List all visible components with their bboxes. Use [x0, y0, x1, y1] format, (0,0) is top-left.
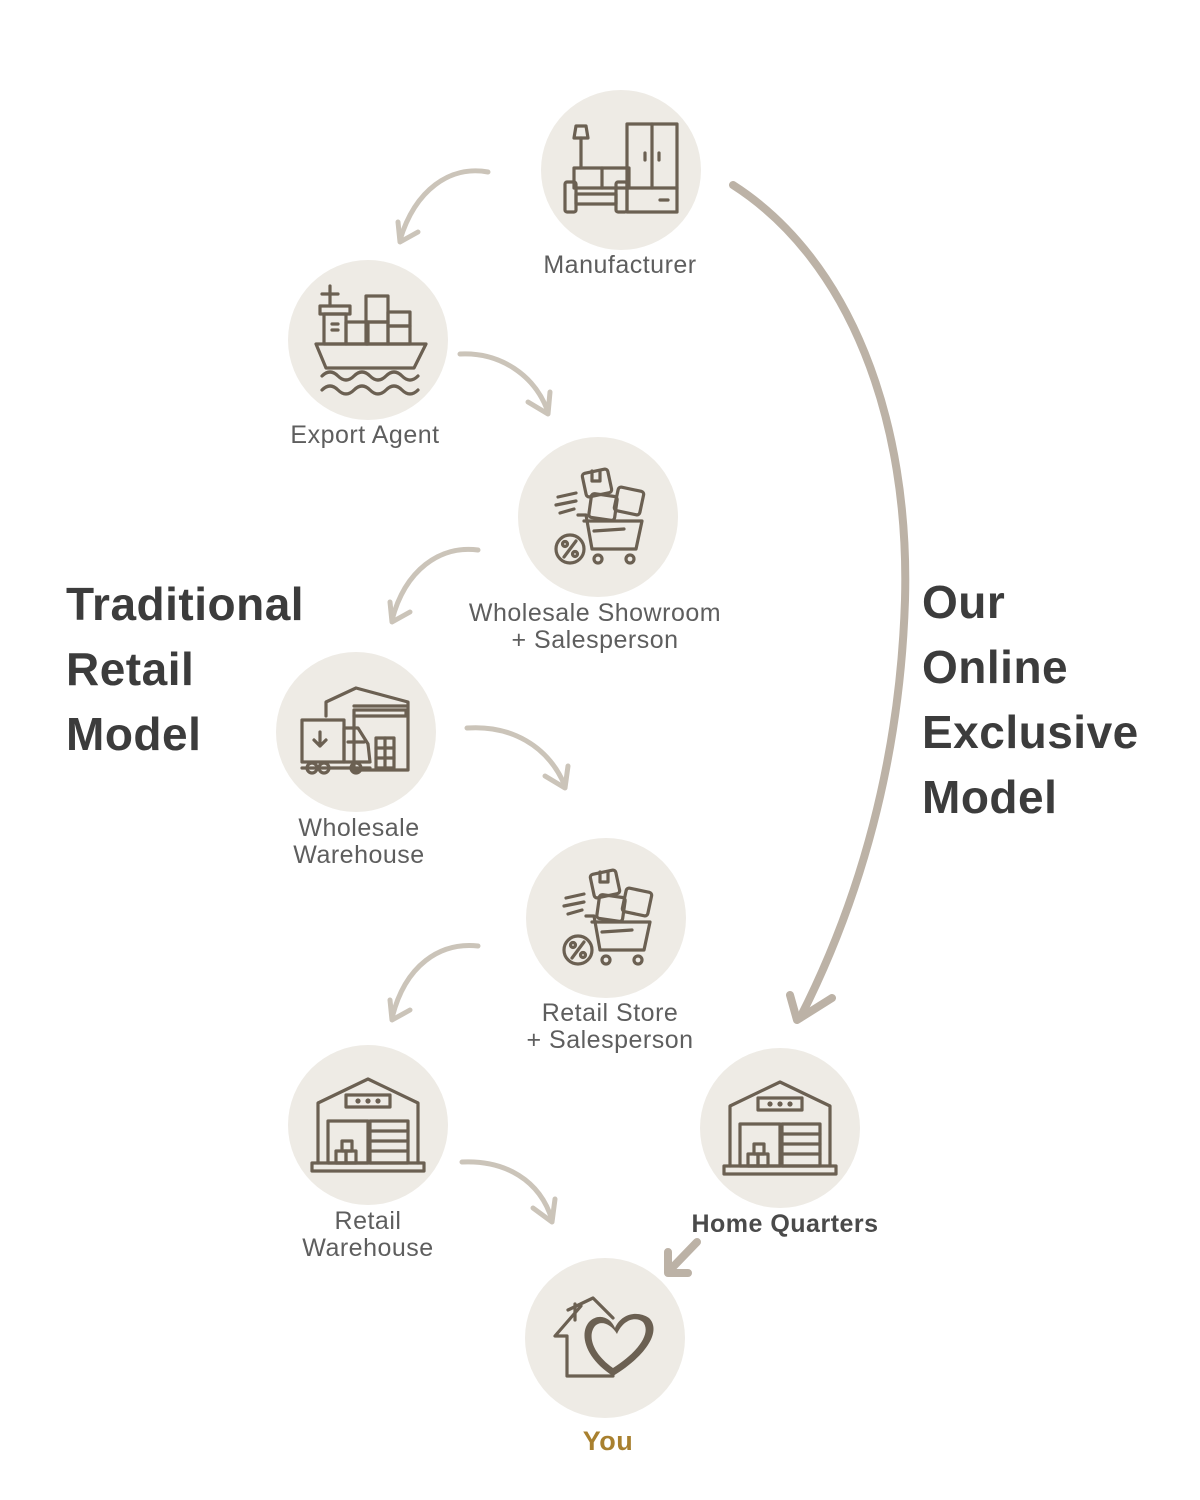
label-line: Retail [334, 1207, 402, 1235]
manufacturer-label: Manufacturer [520, 252, 720, 279]
retail-warehouse-node [288, 1045, 448, 1205]
arrow-manufacturer-to-home-quarters [729, 181, 910, 1024]
arrow-wholesale-warehouse-to-retail-store [464, 725, 571, 791]
manufacturer-node [541, 90, 701, 250]
wholesale-showroom-label: Wholesale Showroom + Salesperson [445, 600, 745, 654]
warehouse-icon [722, 1080, 838, 1176]
label-line: Home Quarters [691, 1210, 879, 1238]
you-node [525, 1258, 685, 1418]
label-line: Retail Store [541, 999, 679, 1027]
furniture-icon [563, 122, 679, 214]
retail-store-node [526, 838, 686, 998]
traditional-retail-model-heading: Traditional Retail Model [66, 572, 304, 767]
online-exclusive-model-heading: Our Online Exclusive Model [922, 570, 1139, 830]
home-quarters-node [700, 1048, 860, 1208]
label-line: + Salesperson [526, 1026, 694, 1054]
arrow-manufacturer-to-export-agent [395, 168, 491, 245]
label-line: Wholesale [298, 814, 420, 842]
label-line: Warehouse [302, 1234, 434, 1262]
heading-line: Exclusive [922, 706, 1139, 758]
heading-line: Our [922, 576, 1006, 628]
arrow-retail-store-to-retail-warehouse [387, 943, 481, 1023]
heading-line: Model [66, 708, 202, 760]
warehouse-truck-icon [300, 686, 410, 775]
label-line: Warehouse [293, 841, 425, 869]
home-quarters-label: Home Quarters [660, 1211, 910, 1238]
retail-store-label: Retail Store + Salesperson [485, 1000, 735, 1054]
arrow-export-agent-to-wholesale-showroom [457, 351, 553, 417]
heading-line: Online [922, 641, 1069, 693]
house-heart-icon [553, 1296, 654, 1378]
heading-line: Traditional [66, 578, 305, 630]
label-line: + Salesperson [511, 626, 679, 654]
label-line: Wholesale Showroom [468, 599, 722, 627]
heading-line: Model [922, 771, 1058, 823]
arrow-retail-warehouse-to-you [459, 1159, 558, 1225]
label-line: Export Agent [290, 421, 440, 449]
wholesale-showroom-node [518, 437, 678, 597]
heading-line: Retail [66, 643, 195, 695]
you-label: You [508, 1428, 708, 1455]
label-line: Manufacturer [543, 251, 697, 279]
export-agent-node [288, 260, 448, 420]
cargo-ship-icon [314, 284, 428, 396]
export-agent-label: Export Agent [265, 422, 465, 449]
warehouse-icon [310, 1077, 426, 1173]
wholesale-warehouse-label: Wholesale Warehouse [259, 815, 459, 869]
wholesale-warehouse-node [276, 652, 436, 812]
shopping-cart-boxes-icon [562, 868, 654, 966]
label-line: You [582, 1426, 634, 1456]
shopping-cart-boxes-icon [554, 467, 646, 565]
retail-warehouse-label: Retail Warehouse [268, 1208, 468, 1262]
